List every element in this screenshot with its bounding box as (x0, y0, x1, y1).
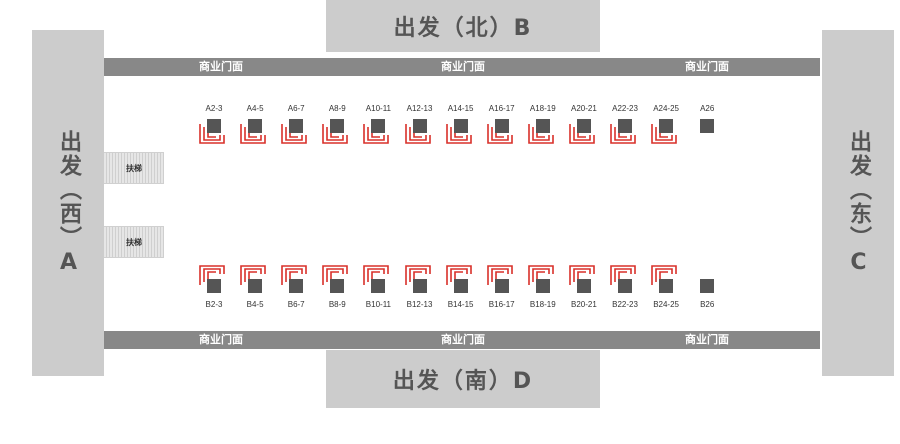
booth-label-bottom: B26 (700, 300, 715, 309)
commercial-label-top-right: 商业门面 (685, 60, 729, 73)
booth-square-bottom (412, 279, 427, 293)
booth-label-bottom: B22-23 (612, 300, 638, 309)
booth-label-top: A18-19 (529, 104, 556, 113)
exit-south-label: 出发（南）D (392, 369, 534, 394)
booth-label-bottom: B8-9 (328, 300, 346, 309)
booth-square-bottom (330, 279, 345, 293)
exit-east: 出发（东）C (822, 30, 894, 376)
booth-symbol-bottom (199, 265, 225, 285)
booth-square-top (207, 119, 221, 133)
escalator-lower-label: 扶梯 (126, 237, 142, 247)
booth-label-bottom: B2-3 (205, 300, 223, 309)
booth-label-top: A2-3 (205, 104, 223, 113)
booth-symbol-bottom (527, 265, 554, 285)
booth-square-top (700, 119, 715, 133)
booth-square-top (494, 119, 509, 133)
booth-symbol-bottom (651, 265, 677, 285)
commercial-label-bottom-left: 商业门面 (199, 333, 243, 346)
exit-north-label: 出发（北）B (393, 16, 533, 41)
escalator-lower: 扶梯 (104, 226, 164, 258)
booth-symbol-bottom (404, 265, 431, 285)
booth-label-top: A14-15 (447, 104, 474, 113)
booth-square-top (371, 119, 386, 133)
booth-square-bottom (289, 279, 304, 293)
booth-label-bottom: B18-19 (529, 300, 556, 309)
booth-square-top (289, 119, 304, 133)
exit-north: 出发（北）B (326, 0, 600, 52)
booth-symbol-bottom (445, 265, 472, 285)
booth-label-top: A8-9 (328, 104, 346, 113)
booth-symbol-bottom (569, 265, 595, 285)
booth-square-top (330, 119, 345, 133)
exit-south: 出发（南）D (326, 350, 600, 408)
booth-symbol-bottom (322, 265, 349, 285)
booth-square-bottom (576, 279, 591, 293)
booth-symbol-bottom (486, 265, 513, 285)
booth-square-bottom (494, 279, 509, 293)
booth-label-top: A22-23 (612, 104, 638, 113)
booth-label-top: A24-25 (653, 104, 679, 113)
booth-label-top: A4-5 (246, 104, 264, 113)
booth-label-bottom: B4-5 (246, 300, 264, 309)
booth-label-bottom: B16-17 (488, 300, 515, 309)
commercial-label-bottom-center: 商业门面 (441, 333, 485, 346)
booth-symbol-bottom (363, 265, 390, 285)
booth-symbol-bottom (610, 265, 636, 285)
booth-label-bottom: B20-21 (570, 300, 597, 309)
booth-label-top: A20-21 (570, 104, 597, 113)
booth-square-top (576, 119, 591, 133)
booth-label-top: A26 (700, 104, 715, 113)
booth-label-top: A16-17 (488, 104, 515, 113)
booth-square-bottom (700, 279, 715, 293)
booth-label-top: A10-11 (365, 104, 391, 113)
booth-label-bottom: B6-7 (287, 300, 305, 309)
exit-east-label: 出发（东）C (846, 129, 871, 277)
booth-square-bottom (618, 279, 632, 293)
booth-square-bottom (535, 279, 550, 293)
escalator-upper-label: 扶梯 (126, 163, 142, 173)
booth-square-top (659, 119, 674, 133)
booth-square-bottom (207, 279, 221, 293)
commercial-bar-top: 商业门面 商业门面 商业门面 (104, 58, 820, 76)
booth-square-top (535, 119, 550, 133)
booth-label-top: A12-13 (406, 104, 433, 113)
exit-west-label: 出发（西）A (56, 129, 81, 277)
booth-label-top: A6-7 (287, 104, 305, 113)
booth-label-bottom: B14-15 (447, 300, 474, 309)
commercial-label-top-left: 商业门面 (199, 60, 243, 73)
commercial-label-bottom-right: 商业门面 (685, 333, 729, 346)
exit-west: 出发（西）A (32, 30, 104, 376)
booth-label-bottom: B12-13 (406, 300, 433, 309)
booth-square-top (248, 119, 263, 133)
booth-square-top (412, 119, 427, 133)
booth-symbol-bottom (240, 265, 266, 285)
booth-square-bottom (248, 279, 263, 293)
booth-square-top (618, 119, 632, 133)
booth-square-bottom (371, 279, 386, 293)
booth-label-bottom: B24-25 (653, 300, 679, 309)
booth-label-bottom: B10-11 (365, 300, 391, 309)
commercial-label-top-center: 商业门面 (441, 60, 485, 73)
booth-symbol-bottom (281, 265, 307, 285)
escalator-upper: 扶梯 (104, 152, 164, 184)
booth-square-top (453, 119, 468, 133)
booth-square-bottom (453, 279, 468, 293)
commercial-bar-bottom: 商业门面 商业门面 商业门面 (104, 331, 820, 349)
booth-square-bottom (659, 279, 674, 293)
